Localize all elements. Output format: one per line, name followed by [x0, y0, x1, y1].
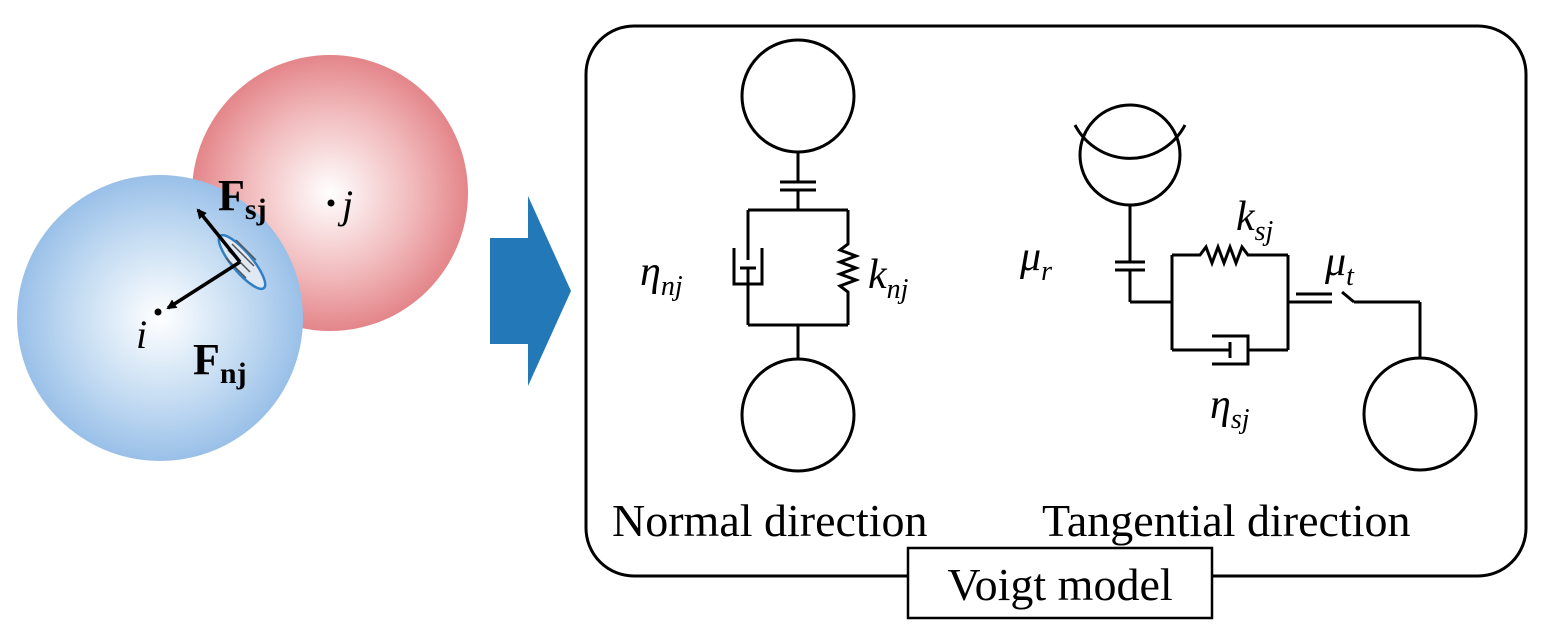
center-i-dot — [154, 308, 162, 316]
tangential-damper-label: η — [1210, 382, 1231, 428]
label-normal-force: F — [193, 335, 220, 384]
rolling-resistance-arc — [1073, 124, 1187, 160]
normal-particle-top — [740, 38, 856, 154]
label-i: i — [136, 312, 147, 357]
normal-damper-label: η — [640, 249, 661, 295]
tangential-spring — [1172, 242, 1288, 268]
friction-label: μ — [1324, 239, 1346, 285]
svg-text:ksj: ksj — [1236, 194, 1274, 247]
tangential-particle-bottom — [1362, 356, 1478, 472]
label-normal-force-sub: nj — [220, 357, 247, 390]
particle-contact: j i Fsj Fnj — [17, 55, 468, 461]
rolling-label: μ — [1019, 234, 1041, 280]
tangential-spring-sub: sj — [1255, 216, 1274, 247]
label-j: j — [337, 182, 353, 227]
shear-force-arrow — [196, 208, 242, 264]
tangential-particle-top — [1078, 103, 1182, 207]
normal-spring-sub: nj — [887, 274, 909, 305]
svg-text:ηnj: ηnj — [640, 249, 683, 302]
tangential-spring-label: k — [1236, 194, 1256, 240]
normal-direction-model — [732, 38, 861, 473]
normal-damper-sub: nj — [661, 271, 683, 302]
tangential-damper-sub: sj — [1231, 404, 1250, 435]
svg-text:μt: μt — [1324, 239, 1355, 292]
normal-spring-label: k — [868, 252, 888, 298]
svg-text:μr: μr — [1019, 234, 1052, 287]
label-shear-force: F — [218, 171, 245, 220]
voigt-model-title: Voigt model — [947, 559, 1172, 610]
normal-direction-caption: Normal direction — [612, 495, 928, 546]
tangential-direction-model — [1073, 103, 1478, 472]
normal-particle-bottom — [740, 357, 856, 473]
svg-text:knj: knj — [868, 252, 909, 305]
svg-text:Fnj: Fnj — [193, 335, 247, 390]
voigt-title-box — [906, 546, 1214, 620]
transition-arrow — [490, 196, 571, 386]
center-j-dot — [327, 199, 335, 207]
svg-text:Fsj: Fsj — [218, 171, 267, 226]
label-shear-force-sub: sj — [245, 193, 267, 226]
friction-sub: t — [1346, 261, 1355, 292]
tangential-direction-caption: Tangential direction — [1042, 495, 1410, 546]
normal-force-arrow — [166, 260, 241, 310]
rolling-sub: r — [1041, 256, 1052, 287]
voigt-model-panel: ηnj knj — [584, 24, 1528, 620]
svg-text:ηsj: ηsj — [1210, 382, 1250, 435]
normal-spring — [835, 210, 861, 325]
